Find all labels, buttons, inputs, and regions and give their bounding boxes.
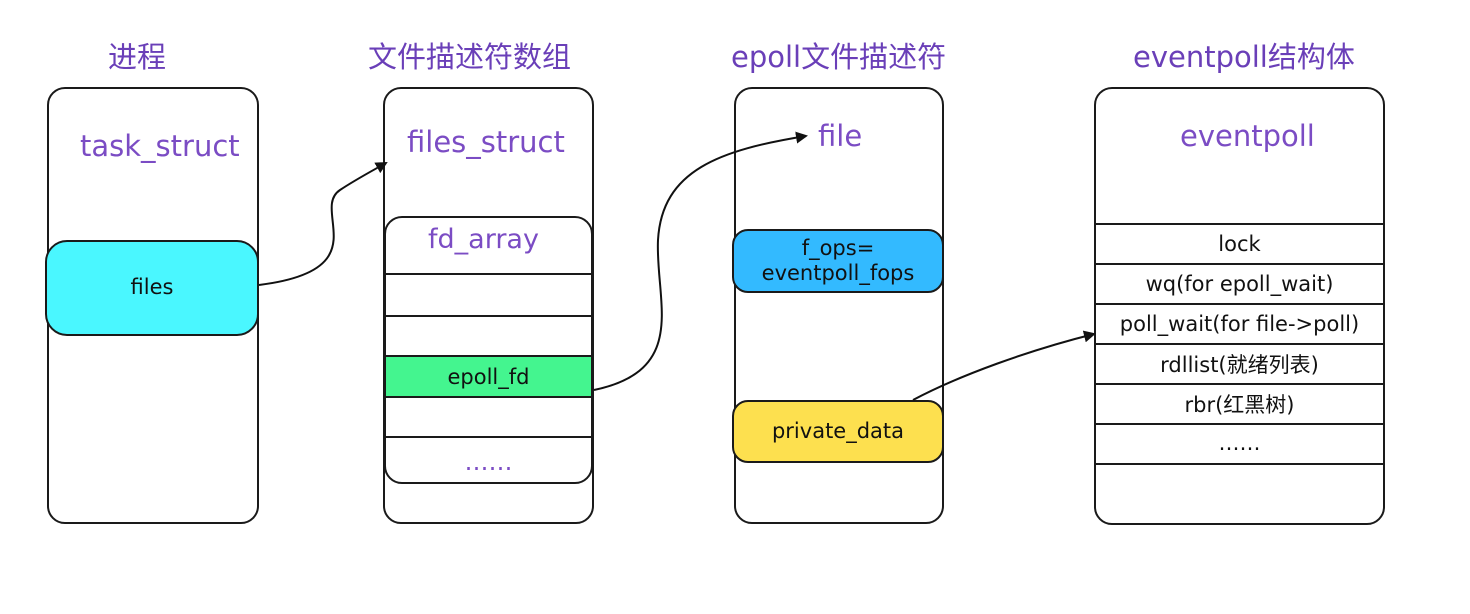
eventpoll-field-row: wq(for epoll_wait)	[1096, 263, 1383, 303]
fd-ellipsis: ……	[464, 448, 513, 476]
eventpoll-field-row: ……	[1096, 423, 1383, 463]
eventpoll-row-divider	[1096, 463, 1383, 465]
fd-array-label: fd_array	[428, 224, 539, 255]
epoll-fd-label: epoll_fd	[447, 364, 530, 389]
fd-slot	[386, 273, 591, 315]
eventpoll-label: eventpoll	[1180, 119, 1315, 153]
epoll-fd-slot: epoll_fd	[386, 355, 591, 396]
private-data-label: private_data	[771, 418, 905, 443]
fd-slot	[386, 315, 591, 355]
private-data-pill: private_data	[732, 400, 944, 463]
arrow-epoll-fd-to-file	[593, 131, 808, 391]
eventpoll-field-row: rdllist(就绪列表)	[1096, 343, 1383, 383]
eventpoll-field-row: poll_wait(for file->poll)	[1096, 303, 1383, 343]
eventpoll-field-row: rbr(红黑树)	[1096, 383, 1383, 423]
files-pill: files	[45, 240, 259, 336]
file-label: file	[818, 119, 863, 153]
arrow-private-data-to-eventpoll	[912, 330, 1096, 401]
f-ops-pill: f_ops= eventpoll_fops	[732, 229, 944, 293]
title-fd-table: 文件描述符数组	[368, 40, 572, 74]
f-ops-label: f_ops= eventpoll_fops	[761, 235, 915, 285]
fd-array-stack: fd_array epoll_fd ……	[384, 216, 593, 484]
title-process: 进程	[108, 40, 167, 74]
files-struct-label: files_struct	[407, 125, 565, 159]
eventpoll-field-row: lock	[1096, 223, 1383, 263]
fd-slot	[386, 396, 591, 436]
title-eventpoll-struct: eventpoll结构体	[1133, 40, 1355, 74]
task-struct-label: task_struct	[80, 129, 240, 163]
fd-ellipsis-slot: ……	[386, 436, 591, 482]
title-epoll-file: epoll文件描述符	[731, 40, 947, 74]
files-label: files	[130, 275, 174, 300]
arrow-files-to-files-struct	[258, 162, 388, 286]
